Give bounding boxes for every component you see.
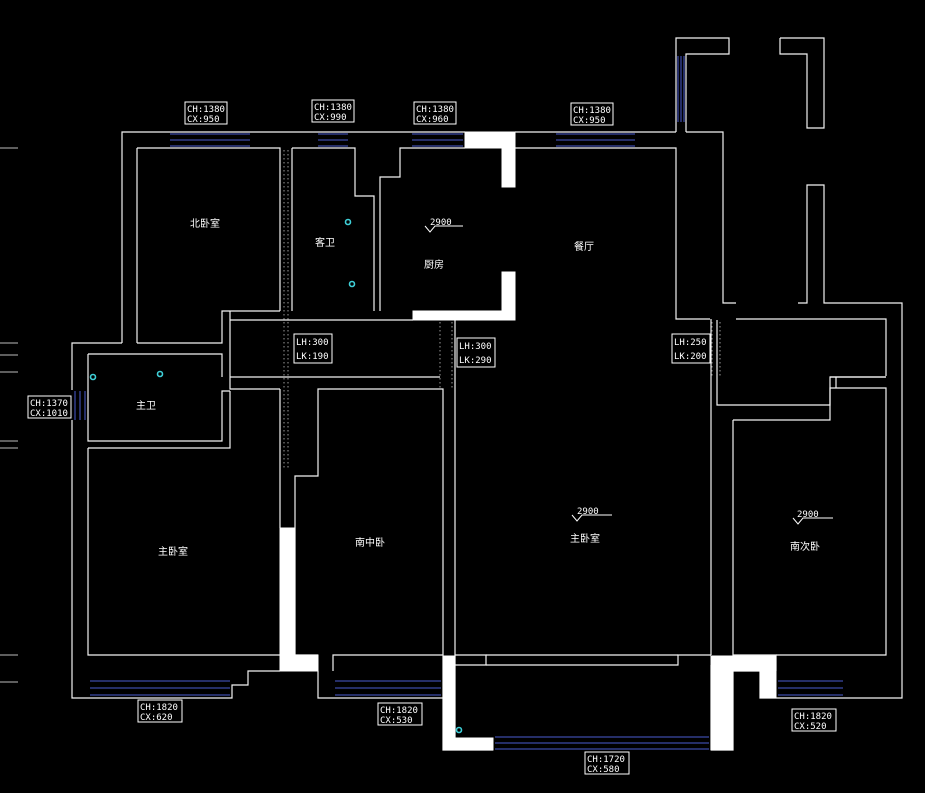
drain-icon [348,280,356,288]
svg-text:2900: 2900 [797,510,819,520]
beam-tag: LH:250 LK:200 [671,333,711,364]
room-label-kitchen: 厨房 [424,258,444,271]
room-label-master-bedroom-center: 主卧室 [570,532,600,545]
window-tag: CH:1720 CX:580 [584,751,630,775]
drain-icon [89,373,97,381]
solid-walls [279,131,777,751]
svg-text:LH:250: LH:250 [674,338,707,348]
drain-icon [455,726,463,734]
svg-text:LH:300: LH:300 [296,338,329,348]
svg-text:2900: 2900 [430,218,452,228]
room-label-dining: 餐厅 [574,240,594,253]
window-tag: CH:1370 CX:1010 [27,395,72,419]
svg-text:LH:300: LH:300 [459,342,492,352]
svg-text:CX:530: CX:530 [380,716,413,726]
room-label-north-bedroom: 北卧室 [190,217,220,230]
level-markers: 2900 2900 2900 [424,218,833,525]
svg-text:LK:190: LK:190 [296,352,329,362]
fixtures [89,218,463,734]
svg-text:CH:1370: CH:1370 [30,399,68,409]
room-labels: 北卧室 客卫 厨房 餐厅 主卫 主卧室 南中卧 主卧室 南次卧 [136,217,820,558]
svg-text:CX:950: CX:950 [573,116,606,126]
room-label-guest-bath: 客卫 [315,236,335,249]
svg-text:CH:1380: CH:1380 [416,105,454,115]
svg-text:CH:1380: CH:1380 [314,103,352,113]
room-label-master-bedroom-left: 主卧室 [158,545,188,558]
drain-icon [156,370,164,378]
window-tag: CH:1380 CX:990 [311,99,355,123]
room-label-south-second-bedroom: 南次卧 [790,540,820,553]
svg-text:CX:950: CX:950 [187,115,220,125]
svg-text:CH:1820: CH:1820 [140,703,178,713]
beam-tags: LH:300 LK:190 LH:300 LK:290 LH:250 LK:20… [293,333,711,368]
svg-text:CX:1010: CX:1010 [30,409,68,419]
svg-text:CH:1380: CH:1380 [187,105,225,115]
svg-text:CX:580: CX:580 [587,765,620,775]
window-tag: CH:1380 CX:960 [413,101,457,125]
svg-text:2900: 2900 [577,507,599,517]
beam-tag: LH:300 LK:290 [456,337,496,368]
svg-text:LK:290: LK:290 [459,356,492,366]
drain-icon [344,218,352,226]
level-marker-master-bedroom: 2900 [571,507,612,522]
windows [74,56,843,750]
room-label-south-middle-bedroom: 南中卧 [355,536,385,549]
level-marker-south-second-bedroom: 2900 [792,510,833,525]
beam-tag: LH:300 LK:190 [293,333,333,364]
window-tag: CH:1820 CX:520 [791,708,837,732]
svg-text:CX:620: CX:620 [140,713,173,723]
window-tags: CH:1380 CX:950 CH:1380 CX:990 CH:1380 CX… [27,99,837,775]
svg-text:LK:200: LK:200 [674,352,707,362]
svg-text:CH:1820: CH:1820 [794,712,832,722]
window-tag: CH:1380 CX:950 [570,102,614,126]
room-label-master-bath: 主卫 [136,400,156,412]
svg-text:CX:990: CX:990 [314,113,347,123]
window-tag: CH:1820 CX:620 [137,699,183,723]
beam-lines [283,150,721,470]
margin-ticks [0,147,18,683]
svg-text:CX:960: CX:960 [416,115,449,125]
svg-text:CH:1720: CH:1720 [587,755,625,765]
svg-text:CX:520: CX:520 [794,722,827,732]
window-tag: CH:1820 CX:530 [377,702,423,726]
svg-text:CH:1380: CH:1380 [573,106,611,116]
level-marker-kitchen: 2900 [424,218,463,233]
window-tag: CH:1380 CX:950 [184,101,228,125]
svg-text:CH:1820: CH:1820 [380,706,418,716]
